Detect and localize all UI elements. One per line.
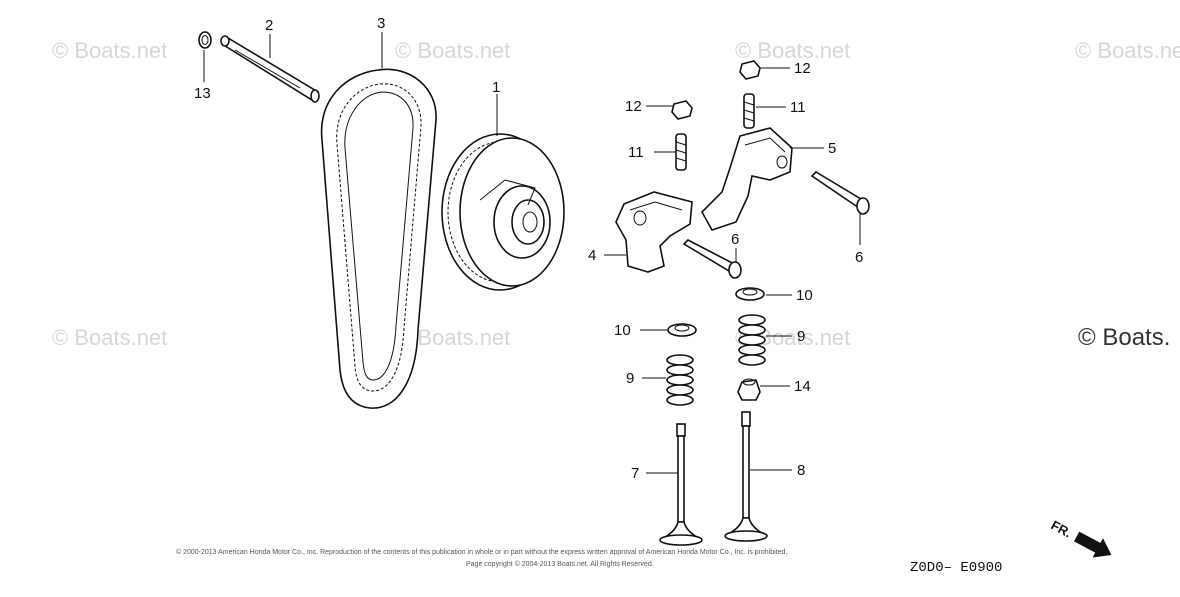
callout-9-left[interactable]: 9 xyxy=(626,370,634,387)
callout-5[interactable]: 5 xyxy=(828,140,836,157)
part-1-camshaft-pulley[interactable] xyxy=(441,133,565,291)
part-14-stem-seal[interactable] xyxy=(737,378,761,401)
part-13-washer[interactable] xyxy=(198,31,212,49)
callout-4[interactable]: 4 xyxy=(588,247,596,264)
part-5-rocker-arm[interactable] xyxy=(701,127,793,231)
diagram-code: Z0D0– E0900 xyxy=(910,560,1002,576)
part-10-retainer-right[interactable] xyxy=(735,287,765,301)
callout-7[interactable]: 7 xyxy=(631,465,639,482)
watermark-text: © Boats.net xyxy=(395,38,510,63)
part-2-shaft[interactable] xyxy=(220,35,320,103)
watermark-large-text: © Boats. xyxy=(1078,324,1170,351)
callout-13[interactable]: 13 xyxy=(194,85,211,102)
callout-6-center[interactable]: 6 xyxy=(731,231,739,248)
callout-9-right[interactable]: 9 xyxy=(797,328,805,345)
part-8-exhaust-valve[interactable] xyxy=(724,411,768,542)
part-12-nut-left[interactable] xyxy=(671,100,693,120)
leader-lines xyxy=(203,32,861,474)
callout-11-left[interactable]: 11 xyxy=(628,144,644,161)
part-4-rocker-arm[interactable] xyxy=(615,191,693,273)
callout-labels: 13 2 3 1 4 5 6 6 7 8 9 9 10 10 11 11 12 … xyxy=(194,15,863,482)
callout-2[interactable]: 2 xyxy=(265,17,273,34)
callout-10-left[interactable]: 10 xyxy=(614,322,631,339)
part-9-valve-spring-right[interactable] xyxy=(738,314,766,366)
part-11-screw-left[interactable] xyxy=(675,133,687,171)
part-6-rocker-pin-center[interactable] xyxy=(682,239,742,279)
part-12-nut-right[interactable] xyxy=(739,60,761,80)
arrow-right-icon xyxy=(1074,531,1112,558)
watermark-text: © Boats.net xyxy=(735,38,850,63)
part-6-rocker-pin-right[interactable] xyxy=(810,170,870,215)
callout-1[interactable]: 1 xyxy=(492,79,500,96)
part-11-screw-right[interactable] xyxy=(743,93,755,129)
callout-12-right[interactable]: 12 xyxy=(794,60,811,77)
watermark-text: © Boats.net xyxy=(1075,38,1180,63)
callout-14[interactable]: 14 xyxy=(794,378,811,395)
watermark-text: © Boats.net xyxy=(52,38,167,63)
callout-8[interactable]: 8 xyxy=(797,462,805,479)
callout-3[interactable]: 3 xyxy=(377,15,385,32)
callout-6-right[interactable]: 6 xyxy=(855,249,863,266)
front-direction-label: FR. xyxy=(1049,517,1075,540)
copyright-line-2: Page copyright © 2004-2013 Boats.net. Al… xyxy=(466,560,654,568)
part-10-retainer-left[interactable] xyxy=(667,323,697,337)
part-9-valve-spring-left[interactable] xyxy=(666,354,694,406)
callout-10-right[interactable]: 10 xyxy=(796,287,813,304)
watermark-text: © Boats.net xyxy=(52,325,167,350)
part-7-intake-valve[interactable] xyxy=(659,423,703,546)
callout-12-left[interactable]: 12 xyxy=(625,98,642,115)
copyright-line-1: © 2000-2013 American Honda Motor Co., In… xyxy=(176,548,787,556)
watermarks: © Boats.net © Boats.net © Boats.net © Bo… xyxy=(52,38,1180,351)
callout-11-right[interactable]: 11 xyxy=(790,99,806,116)
front-direction-marker: FR. xyxy=(1049,517,1112,558)
part-3-timing-belt[interactable] xyxy=(320,68,437,409)
